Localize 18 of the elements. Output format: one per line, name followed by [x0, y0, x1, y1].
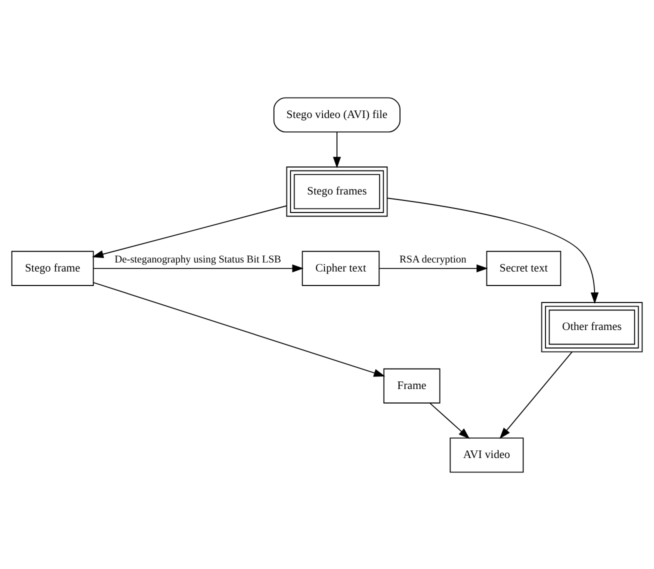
- arrow: [499, 350, 573, 438]
- node-box: Frame: [383, 368, 440, 403]
- arrow: [379, 264, 488, 272]
- arrow: [93, 264, 304, 272]
- node-box: Secret text: [486, 250, 562, 286]
- node-box: Cipher text: [302, 250, 380, 286]
- node-box: Stego frame: [11, 250, 94, 286]
- node-box: Stego video (AVI) file: [273, 96, 400, 132]
- edge-label: RSA decryption: [400, 254, 466, 266]
- node-box: Stego frames: [286, 166, 388, 216]
- arrow: [386, 197, 599, 304]
- edge-label: De-steganography using Status Bit LSB: [114, 254, 282, 266]
- node-box: AVI video: [450, 437, 524, 472]
- node-box: Other frames: [541, 302, 643, 352]
- arrow: [429, 402, 470, 439]
- arrow: [92, 204, 287, 258]
- arrow: [332, 131, 341, 168]
- arrow: [92, 282, 386, 376]
